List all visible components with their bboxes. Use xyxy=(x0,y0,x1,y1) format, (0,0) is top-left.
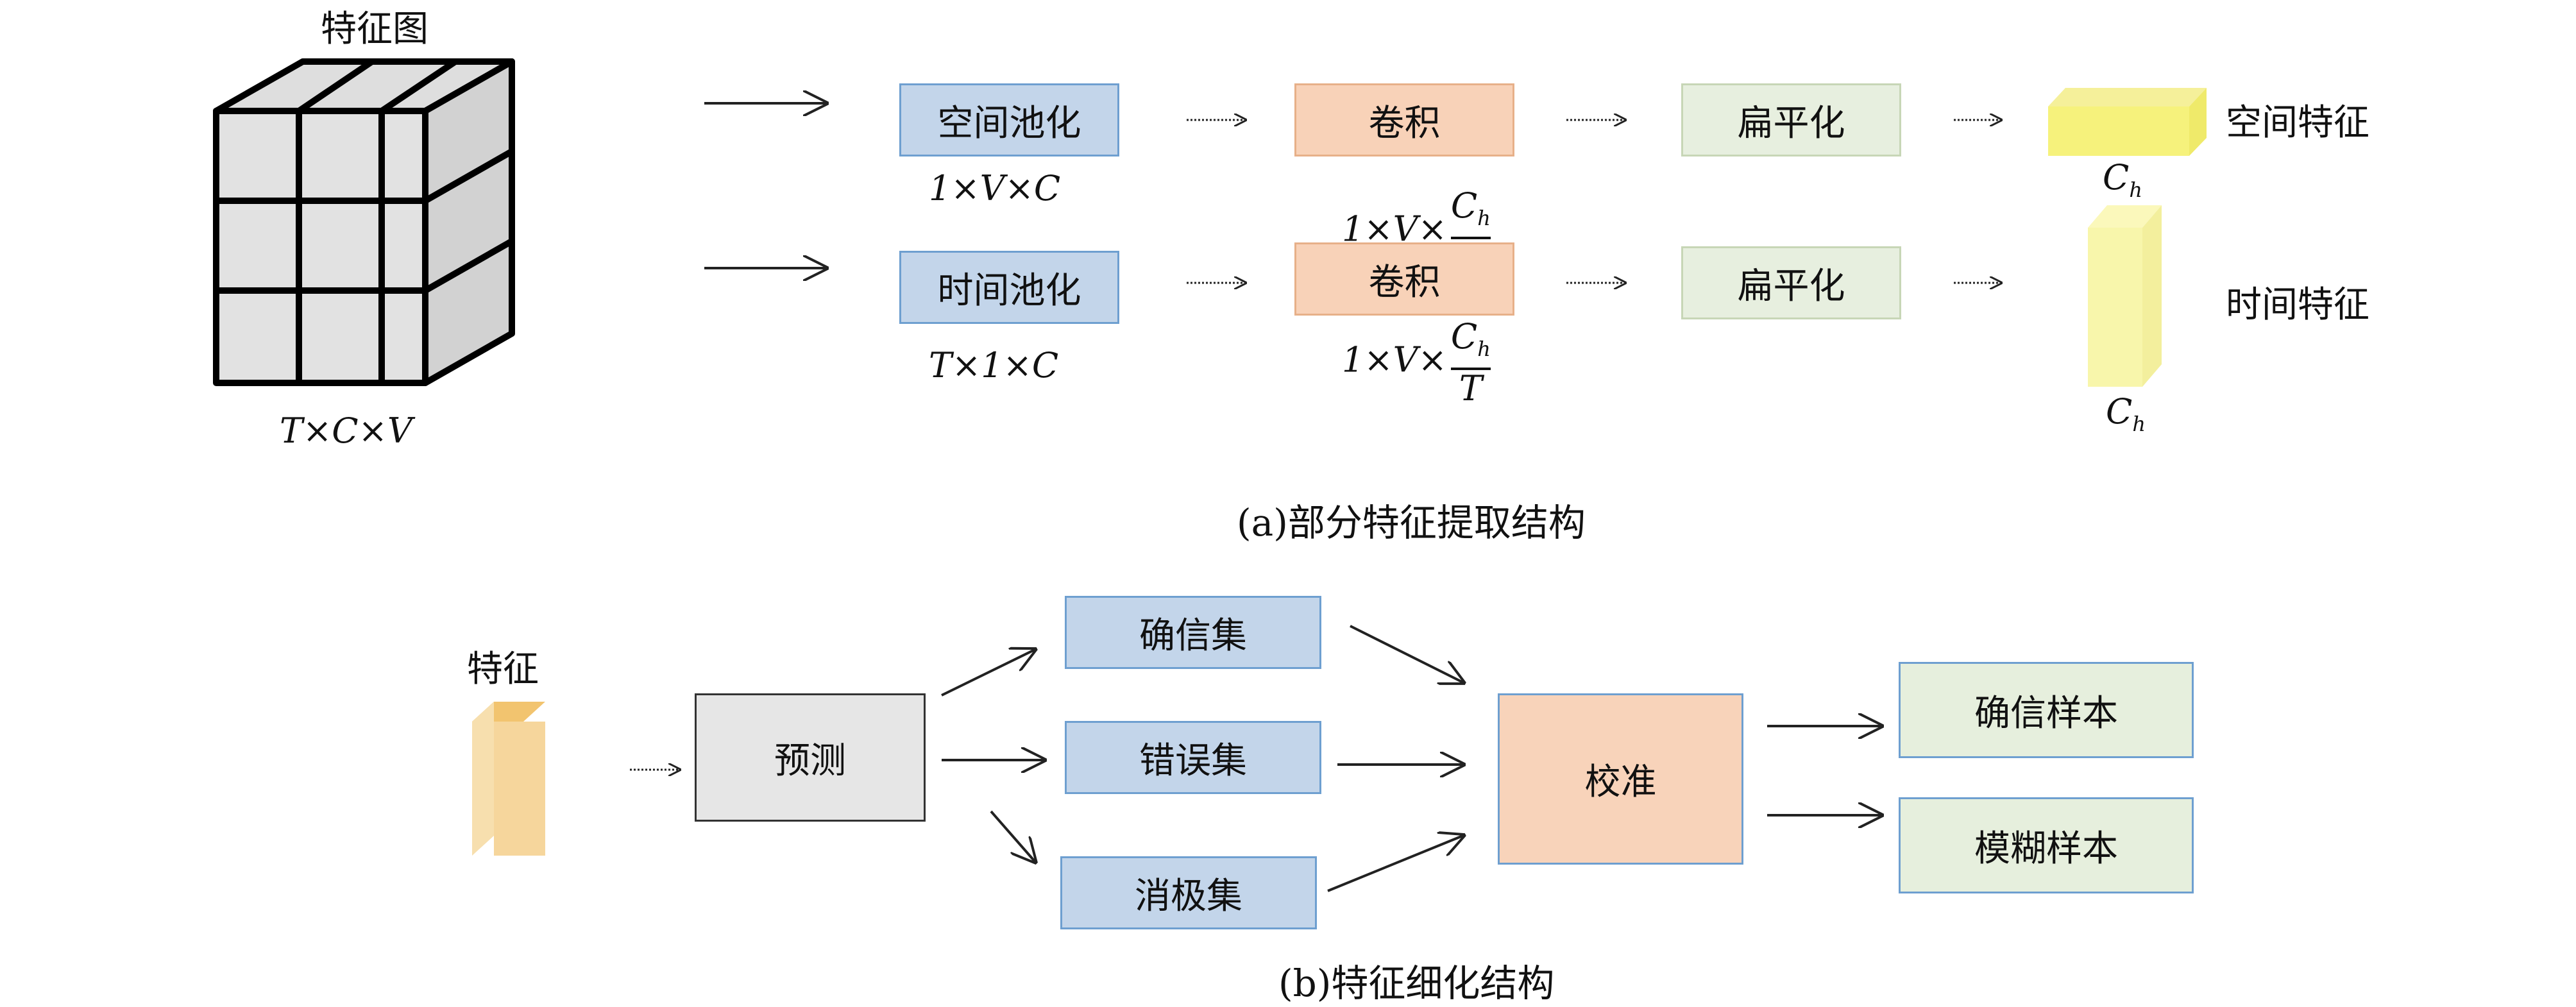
row1-arrows xyxy=(704,103,2001,120)
caption-b: (b)特征细化结构 xyxy=(1278,961,1555,1005)
spatial-pooling-dims: 1×V×C xyxy=(929,168,1061,208)
feature-map-cube xyxy=(213,58,515,386)
spatial-feature-prism xyxy=(2048,88,2207,156)
temporal-feature-label: 时间特征 xyxy=(2226,284,2369,326)
temporal-pooling-box: 时间池化 xyxy=(899,251,1119,324)
cube-dims: T×C×V xyxy=(280,410,412,451)
negative-set-box: 消极集 xyxy=(1060,856,1317,929)
temporal-feature-dim: Ch xyxy=(2106,391,2146,436)
conv-box-row1: 卷积 xyxy=(1294,83,1514,157)
refine-feature-label: 特征 xyxy=(467,648,539,690)
cube-title: 特征图 xyxy=(321,8,428,50)
conv-box-row2: 卷积 xyxy=(1294,242,1514,316)
error-set-box: 错误集 xyxy=(1065,721,1321,794)
temporal-feature-prism xyxy=(2088,205,2162,387)
caption-a: (a)部分特征提取结构 xyxy=(1237,501,1586,545)
predict-box: 预测 xyxy=(695,693,926,822)
temporal-pooling-dims: T×1×C xyxy=(929,345,1059,385)
spatial-feature-dim: Ch xyxy=(2103,157,2142,202)
confident-set-box: 确信集 xyxy=(1065,596,1321,669)
spatial-feature-label: 空间特征 xyxy=(2226,102,2369,144)
refine-arrows xyxy=(630,625,1883,892)
spatial-pooling-box: 空间池化 xyxy=(899,83,1119,157)
flatten-box-row2: 扁平化 xyxy=(1681,246,1901,319)
flatten-box-row1: 扁平化 xyxy=(1681,83,1901,157)
refine-feature-prism xyxy=(472,702,545,856)
row2-arrows xyxy=(704,268,2001,283)
ambiguous-samples-box: 模糊样本 xyxy=(1899,797,2194,893)
confident-samples-box: 确信样本 xyxy=(1899,662,2194,758)
calibrate-box: 校准 xyxy=(1498,693,1743,865)
